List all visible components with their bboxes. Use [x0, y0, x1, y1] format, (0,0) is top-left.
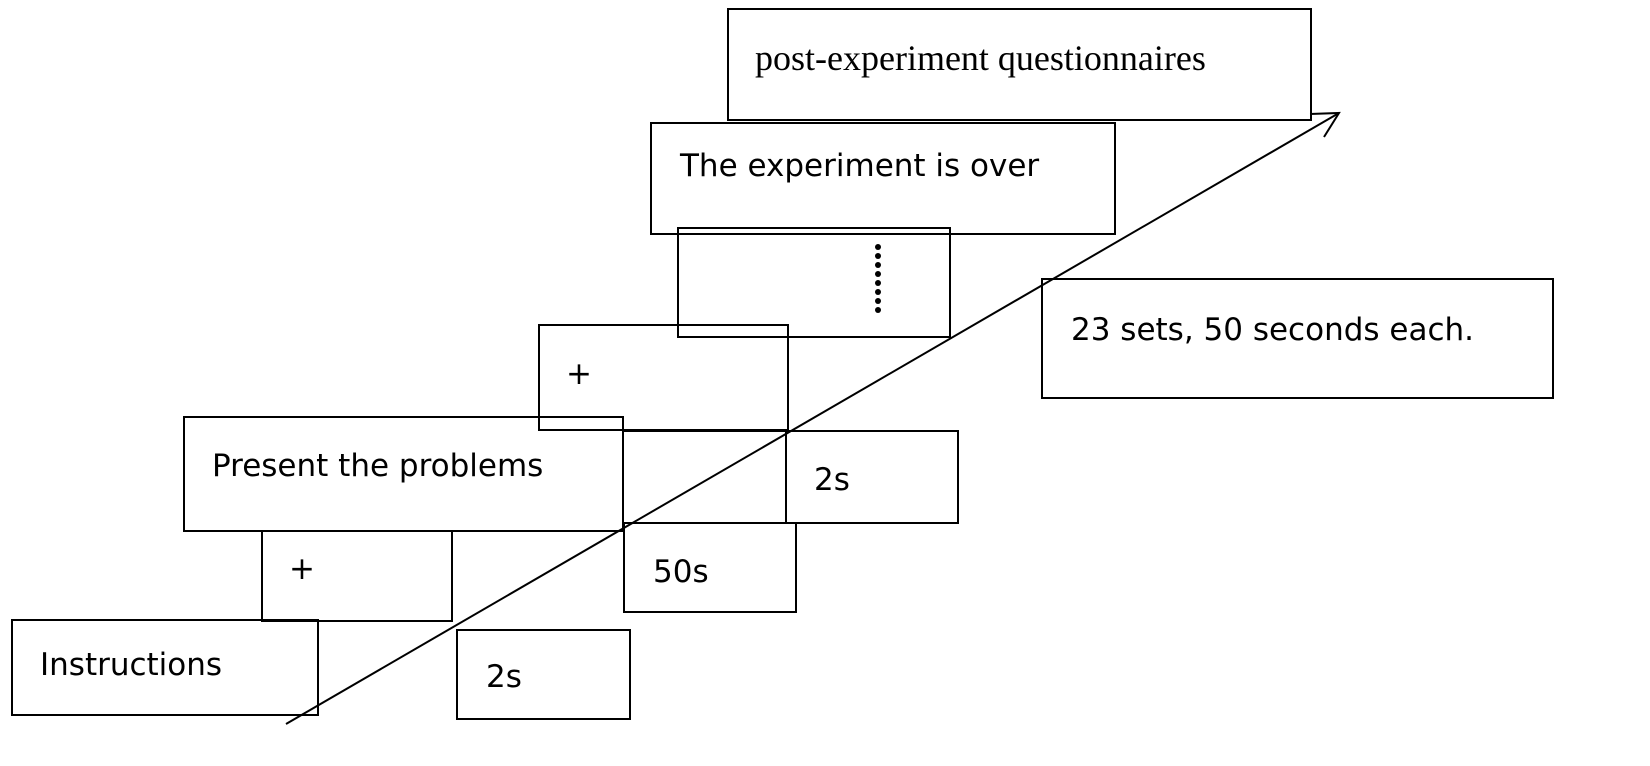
- instructions-label: Instructions: [40, 647, 223, 683]
- post-questionnaires-box: [727, 8, 1312, 121]
- duration-fixation-upper-box: [785, 430, 959, 524]
- experiment-over-label: The experiment is over: [680, 148, 1040, 184]
- sets-note-label: 23 sets, 50 seconds each.: [1071, 312, 1475, 348]
- experiment-over-box: [650, 122, 1116, 235]
- sets-note-box: [1041, 278, 1554, 399]
- vertical-ellipsis-icon: [875, 244, 881, 313]
- duration-problems-label: 50s: [653, 554, 709, 590]
- fixation-upper-label: +: [566, 356, 592, 392]
- duration-fixation-upper-label: 2s: [814, 462, 850, 498]
- present-problems-label: Present the problems: [212, 448, 544, 484]
- duration-problems-box: [623, 522, 797, 613]
- duration-fixation-lower-box: [456, 629, 631, 720]
- fixation-lower-label: +: [289, 551, 315, 587]
- continuation-box: [677, 227, 951, 338]
- duration-fixation-lower-label: 2s: [486, 659, 522, 695]
- post-questionnaires-label: post-experiment questionnaires: [755, 38, 1206, 78]
- instructions-box: [11, 619, 319, 716]
- fixation-lower-box: [261, 530, 453, 622]
